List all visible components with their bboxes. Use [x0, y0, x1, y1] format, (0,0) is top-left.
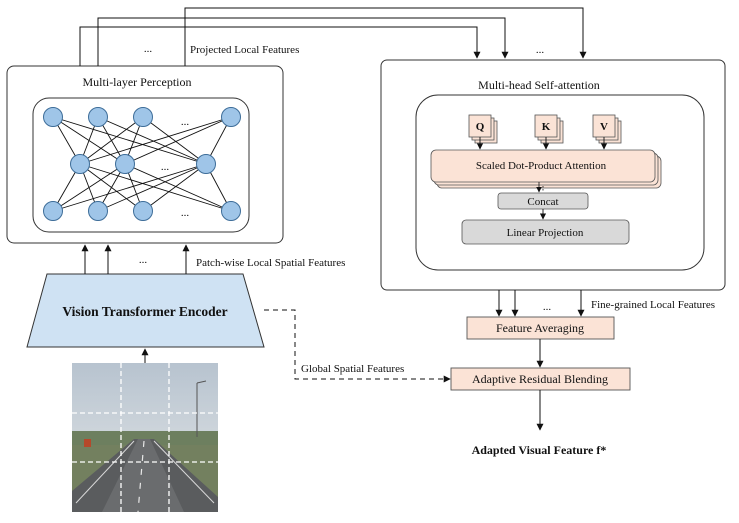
linear-projection-block — [461, 219, 630, 245]
finegrained-arrows — [495, 290, 585, 317]
finegrained-ellipsis: ... — [543, 301, 552, 313]
q-label: Q — [476, 121, 485, 133]
network-edge — [52, 116, 207, 165]
network-edge — [79, 116, 144, 165]
neuron-node — [115, 154, 135, 174]
network-edge — [124, 163, 232, 212]
sdpa-block: Scaled Dot-Product Attention — [430, 149, 662, 189]
sdpa-label: Scaled Dot-Product Attention — [476, 160, 607, 172]
global-features-path — [264, 309, 451, 383]
layer1-ellipsis: ... — [181, 116, 190, 128]
concat-label: Concat — [527, 196, 558, 208]
neuron-node — [196, 154, 216, 174]
v-label: V — [600, 121, 608, 133]
patchwise-ellipsis: ... — [139, 254, 148, 266]
neuron-node — [221, 201, 241, 221]
k-input: K — [534, 114, 564, 144]
residual-blending-label: Adaptive Residual Blending — [472, 372, 608, 386]
layer2-ellipsis: ... — [161, 161, 170, 173]
mhsa-title: Multi-head Self-attention — [478, 78, 600, 92]
neuron-node — [133, 201, 153, 221]
attention-input-ellipsis: ... — [536, 44, 545, 56]
neuron-node — [88, 107, 108, 127]
linear-projection-label: Linear Projection — [507, 227, 584, 239]
output-label: Adapted Visual Feature f* — [472, 443, 607, 457]
v-input: V — [592, 114, 622, 144]
k-label: K — [542, 121, 551, 133]
projected-routing — [79, 7, 587, 66]
network-edge — [97, 163, 207, 212]
network-panel — [32, 97, 250, 233]
projected-features-label: Projected Local Features — [190, 44, 299, 56]
neuron-node — [88, 201, 108, 221]
network-edge — [124, 116, 232, 165]
finegrained-features-label: Fine-grained Local Features — [591, 299, 715, 311]
input-road-image — [72, 363, 218, 512]
neuron-node — [43, 107, 63, 127]
network-edge — [52, 163, 207, 212]
mlp-title: Multi-layer Perception — [83, 75, 192, 89]
neuron-node — [221, 107, 241, 127]
network-edge — [79, 116, 232, 165]
qkv-arrows — [476, 137, 608, 150]
sdpa-to-concat-arrows — [536, 182, 544, 193]
layer3-ellipsis: ... — [181, 207, 190, 219]
encoder-title: Vision Transformer Encoder — [62, 304, 227, 319]
neuron-node — [43, 201, 63, 221]
network-edge — [97, 116, 207, 165]
q-input: Q — [468, 114, 498, 144]
network-edge — [52, 163, 126, 212]
patchwise-features-label: Patch-wise Local Spatial Features — [196, 257, 345, 269]
projected-ellipsis: ... — [144, 43, 153, 55]
network-edge — [142, 163, 207, 212]
patchwise-arrows — [81, 244, 190, 274]
network-edge — [142, 116, 207, 165]
feature-averaging-label: Feature Averaging — [496, 321, 584, 335]
global-features-label: Global Spatial Features — [301, 363, 404, 375]
encoder-block — [26, 273, 265, 348]
network-nodes — [43, 107, 241, 221]
neuron-node — [70, 154, 90, 174]
network-edge — [79, 163, 232, 212]
neuron-node — [133, 107, 153, 127]
